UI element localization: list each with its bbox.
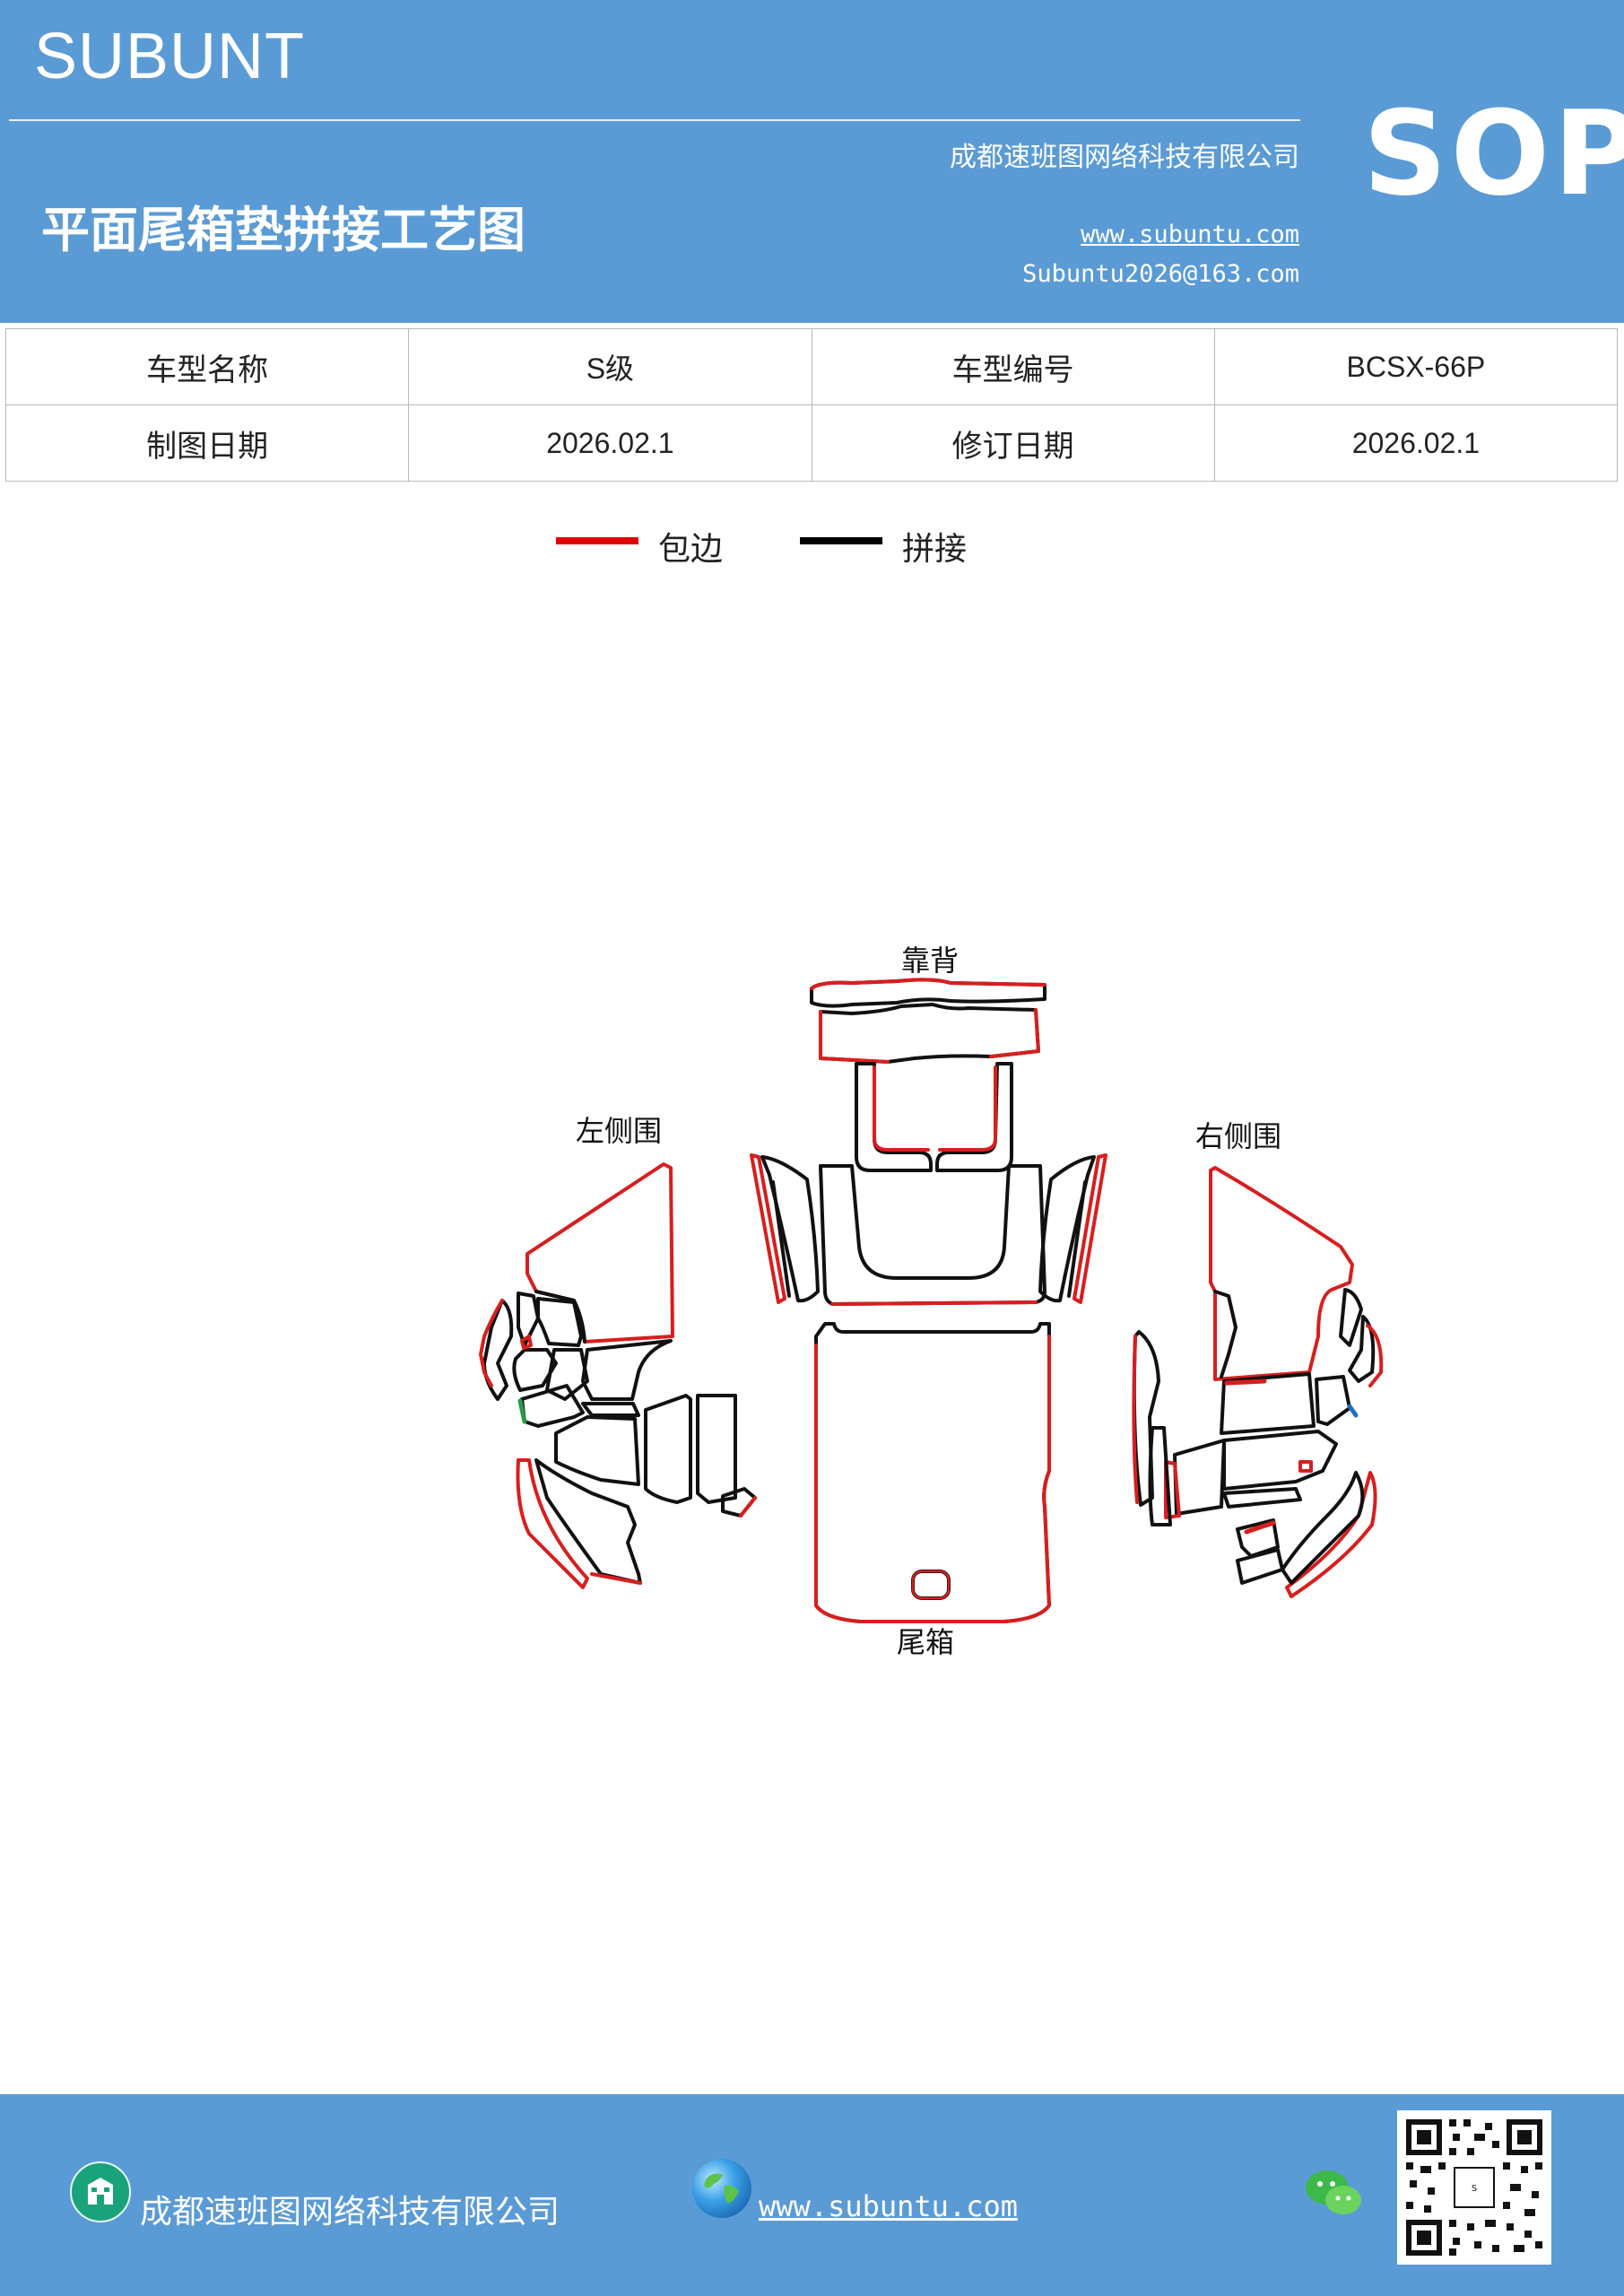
- left-pillar-piece: [760, 1155, 820, 1303]
- left-piece-b: [536, 1297, 583, 1347]
- right-piece-g: [1222, 1487, 1302, 1509]
- left-piece-green: [517, 1398, 527, 1424]
- label-backrest: 靠背: [901, 944, 959, 978]
- table-cell: S级: [408, 328, 812, 405]
- label-right-side: 右侧围: [1195, 1119, 1281, 1153]
- label-trunk: 尾箱: [897, 1625, 954, 1659]
- wechat-icon: [1306, 2170, 1361, 2214]
- backrest-main-edge: [819, 1008, 1040, 1064]
- legend-swatch-seam: [800, 537, 882, 544]
- right-piece-d-dot: [1347, 1404, 1359, 1418]
- backrest-lower-right-edge: [938, 1065, 997, 1152]
- trunk-floor-cutout: [911, 1570, 951, 1600]
- right-bottom-main: [1281, 1471, 1365, 1585]
- table-cell: 车型编号: [811, 328, 1215, 405]
- right-pillar-piece: [1038, 1155, 1096, 1303]
- table-cell: 2026.02.1: [408, 404, 812, 482]
- table-cell: 修订日期: [811, 404, 1215, 482]
- center-upper-pieces: [750, 1153, 1107, 1306]
- left-pillar-strip: [750, 1153, 786, 1304]
- right-pillar-inner: [1067, 1180, 1087, 1298]
- right-small-piece-a-edge: [1244, 1520, 1276, 1535]
- right-piece-e: [1222, 1430, 1338, 1491]
- right-piece-f: [1173, 1439, 1226, 1516]
- document-title: 平面尾箱垫拼接工艺图: [41, 201, 525, 258]
- footer-website-link[interactable]: www.subuntu.com: [759, 2189, 1018, 2223]
- building-icon: [70, 2161, 131, 2222]
- trunk-floor-edge: [814, 1335, 1051, 1623]
- left-piece-f: [581, 1339, 673, 1401]
- right-small-piece-b: [1236, 1548, 1284, 1585]
- trunk-floor-cutout-edge: [911, 1570, 951, 1600]
- backrest-lower-right: [935, 1062, 1013, 1172]
- footer-banner: 成都速班图网络科技有限公司 www.subuntu.com: [0, 2094, 1624, 2296]
- qr-code: S: [1397, 2110, 1551, 2265]
- legend-label-edge: 包边: [658, 531, 724, 568]
- right-pillar-strip-2: [1164, 1460, 1181, 1519]
- left-piece-j: [644, 1394, 692, 1504]
- right-piece-c: [1220, 1372, 1316, 1435]
- left-big-panel: [525, 1162, 674, 1344]
- svg-text:S: S: [1472, 2184, 1477, 2194]
- table-cell: 车型名称: [4, 328, 410, 405]
- left-piece-h: [581, 1402, 640, 1417]
- legend-swatch-edge: [556, 537, 638, 544]
- backrest-main: [819, 1003, 1040, 1064]
- brand-name: SUBUNT: [34, 21, 306, 92]
- table-cell: BCSX-66P: [1213, 328, 1619, 405]
- trunk-floor: [814, 1322, 1051, 1623]
- vehicle-info-table: 车型名称 S级 车型编号 BCSX-66P 制图日期 2026.02.1 修订日…: [4, 328, 1619, 482]
- left-pillar-inner: [771, 1180, 791, 1298]
- table-cell: 2026.02.1: [1213, 404, 1619, 482]
- right-pillar-strip: [1073, 1153, 1107, 1304]
- left-edge-strip: [479, 1299, 504, 1387]
- footer-company-name: 成都速班图网络科技有限公司: [140, 2194, 560, 2231]
- left-small-marker: [520, 1335, 533, 1350]
- right-big-panel: [1209, 1166, 1354, 1381]
- backrest-lower-edge: [873, 1065, 930, 1152]
- left-small-tab-edge: [739, 1496, 757, 1518]
- left-bottom-main: [534, 1458, 642, 1585]
- email-address[interactable]: Subuntu2026@163.com: [1022, 260, 1299, 288]
- right-panel-seam: [1213, 1290, 1238, 1378]
- right-piece-d: [1315, 1375, 1351, 1426]
- sop-badge: SOP: [1363, 85, 1624, 222]
- left-bottom-main-edge: [590, 1572, 642, 1585]
- globe-icon: [692, 2159, 751, 2218]
- backrest-pieces: [810, 978, 1046, 1172]
- table-cell: 制图日期: [4, 404, 410, 482]
- floor-frame-bottom-edge: [830, 1300, 1038, 1306]
- floor-frame-upper: [819, 1164, 1046, 1306]
- table-row: 车型名称 S级 车型编号 BCSX-66P: [4, 328, 1619, 405]
- table-row: 制图日期 2026.02.1 修订日期 2026.02.1: [4, 404, 1619, 482]
- right-piece-e-mark: [1298, 1460, 1313, 1473]
- right-bottom-strip: [1285, 1471, 1377, 1598]
- legend-label-seam: 拼接: [902, 531, 968, 568]
- left-piece-a: [517, 1292, 540, 1347]
- left-piece-k: [696, 1394, 737, 1504]
- left-piece-i: [554, 1415, 640, 1486]
- right-edge-strip: [1366, 1324, 1384, 1387]
- backrest-top-strip-edge: [810, 978, 1046, 990]
- right-tall-strip-edge: [1132, 1335, 1139, 1504]
- label-left-side: 左侧围: [576, 1114, 662, 1148]
- left-bottom-strip: [516, 1458, 589, 1589]
- right-piece-a: [1339, 1288, 1363, 1347]
- left-side-pieces: [479, 1162, 757, 1589]
- left-piece-c: [482, 1299, 514, 1401]
- company-name: 成都速班图网络科技有限公司: [950, 142, 1299, 173]
- trunk-floor-outline: [814, 1322, 1051, 1623]
- right-side-pieces: [1132, 1166, 1384, 1598]
- left-piece-e: [545, 1348, 589, 1401]
- website-link[interactable]: www.subuntu.com: [1081, 221, 1299, 248]
- right-piece-c-edge: [1224, 1378, 1267, 1386]
- header-divider: [9, 119, 1300, 121]
- legend: 包边 拼接: [0, 525, 1624, 578]
- backrest-lower: [855, 1062, 933, 1172]
- right-piece-b: [1348, 1315, 1376, 1383]
- right-tall-strip: [1132, 1330, 1160, 1507]
- header-banner: SUBUNT 成都速班图网络科技有限公司 平面尾箱垫拼接工艺图 www.subu…: [0, 0, 1624, 323]
